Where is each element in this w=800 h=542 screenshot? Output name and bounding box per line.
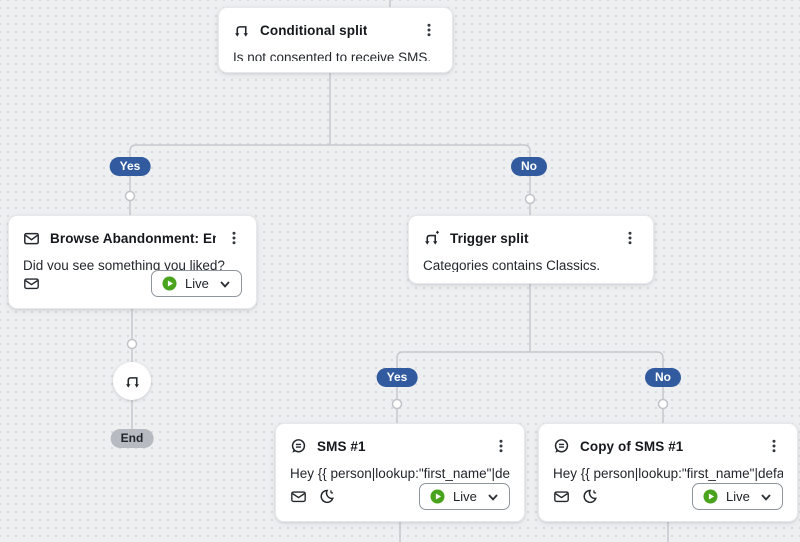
chevron-down-icon — [219, 278, 231, 290]
branch-label-yes: Yes — [376, 368, 418, 387]
node-title: Conditional split — [260, 22, 368, 38]
status-dropdown[interactable]: Live — [151, 270, 242, 297]
node-split-circle[interactable] — [113, 362, 151, 400]
status-label: Live — [726, 489, 750, 504]
node-description: Hey {{ person|lookup:"first_name"|defaul… — [553, 466, 783, 481]
sms-icon — [553, 438, 570, 455]
kebab-menu-icon[interactable] — [621, 229, 639, 247]
end-label: End — [110, 429, 154, 448]
live-status-icon — [703, 489, 718, 504]
chevron-down-icon — [487, 491, 499, 503]
node-title: SMS #1 — [317, 438, 366, 454]
node-title: Trigger split — [450, 230, 529, 246]
kebab-menu-icon[interactable] — [226, 229, 242, 247]
branch-label-yes: Yes — [109, 157, 151, 176]
status-dropdown[interactable]: Live — [692, 483, 783, 510]
status-dropdown[interactable]: Live — [419, 483, 510, 510]
node-description: Categories contains Classics. — [423, 258, 601, 272]
branch-label-no: No — [511, 157, 547, 176]
kebab-menu-icon[interactable] — [765, 437, 783, 455]
live-status-icon — [430, 489, 445, 504]
node-sms-1[interactable]: SMS #1 Hey {{ person|lookup:"first_name"… — [275, 423, 525, 522]
status-label: Live — [453, 489, 477, 504]
trigger-split-icon — [423, 230, 440, 247]
branch-label-no: No — [645, 368, 681, 387]
quiet-hours-moon-icon — [581, 488, 598, 505]
kebab-menu-icon[interactable] — [420, 21, 438, 39]
chevron-down-icon — [760, 491, 772, 503]
node-description: Did you see something you liked? — [23, 258, 225, 270]
conditional-split-icon — [233, 22, 250, 39]
node-browse-abandonment-email[interactable]: Browse Abandonment: Email... Did you see… — [8, 215, 257, 309]
split-icon — [125, 376, 139, 388]
node-title: Browse Abandonment: Email... — [50, 230, 216, 246]
node-conditional-split[interactable]: Conditional split Is not consented to re… — [218, 7, 453, 73]
kebab-menu-icon[interactable] — [492, 437, 510, 455]
email-channel-icon — [23, 275, 40, 292]
email-icon — [23, 230, 40, 247]
node-description: Is not consented to receive SMS. — [233, 50, 432, 61]
status-label: Live — [185, 276, 209, 291]
sms-icon — [290, 438, 307, 455]
email-channel-icon — [553, 488, 570, 505]
node-title: Copy of SMS #1 — [580, 438, 684, 454]
email-channel-icon — [290, 488, 307, 505]
node-description: Hey {{ person|lookup:"first_name"|defaul… — [290, 466, 510, 481]
quiet-hours-moon-icon — [318, 488, 335, 505]
node-copy-of-sms-1[interactable]: Copy of SMS #1 Hey {{ person|lookup:"fir… — [538, 423, 798, 522]
node-trigger-split[interactable]: Trigger split Categories contains Classi… — [408, 215, 654, 284]
live-status-icon — [162, 276, 177, 291]
